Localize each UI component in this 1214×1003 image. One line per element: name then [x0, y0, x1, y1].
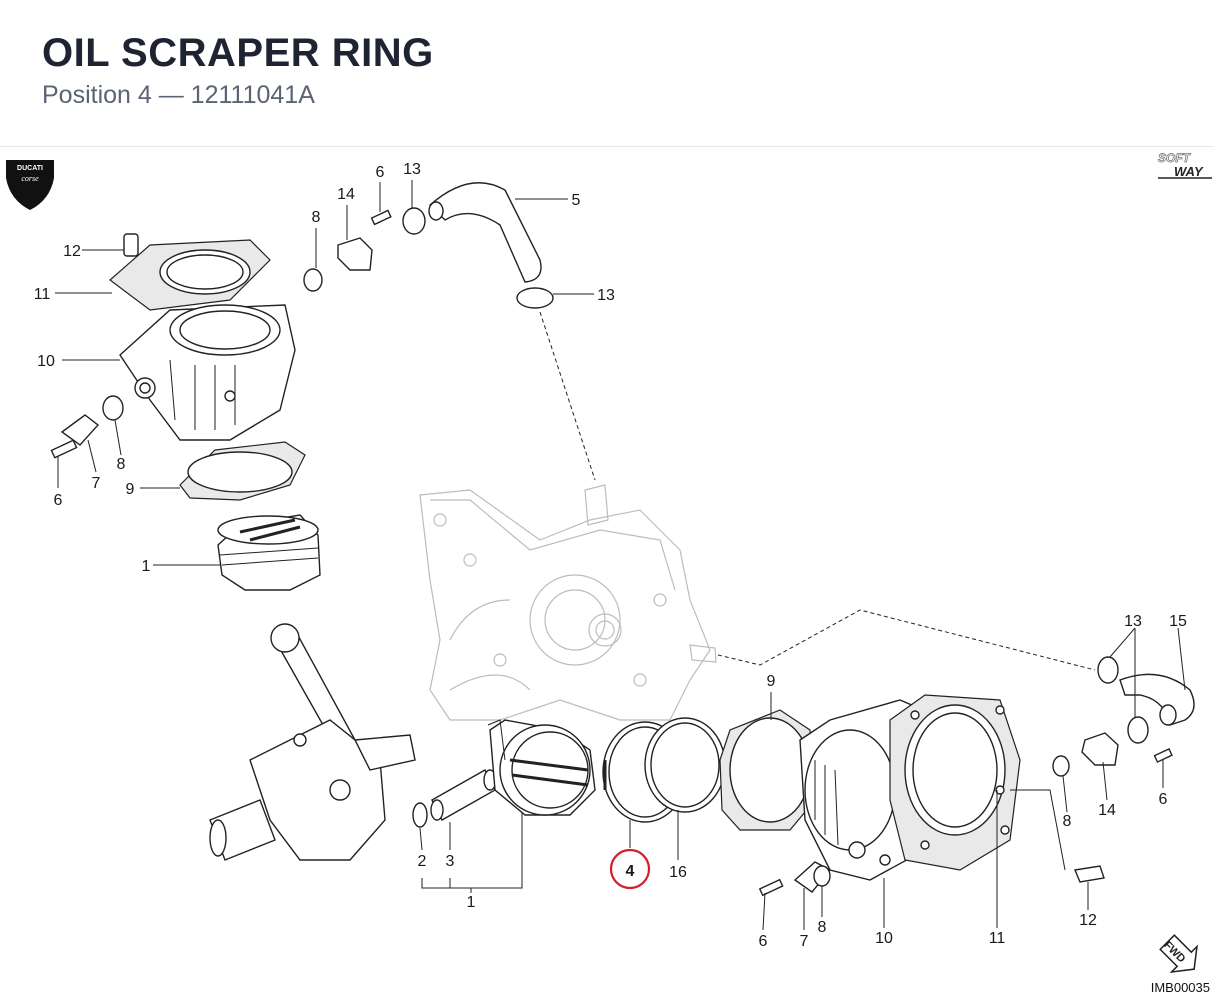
right-fitting-assembly [1081, 656, 1195, 766]
svg-text:SOFT: SOFT [1158, 151, 1192, 165]
label-9: 9 [767, 673, 776, 690]
label-8: 8 [117, 456, 126, 473]
fwd-arrow-icon: FWD [1159, 934, 1198, 973]
label-8: 8 [818, 919, 827, 936]
label-7: 7 [92, 475, 101, 492]
head-gasket-11-lower [889, 694, 1021, 871]
label-9: 9 [126, 481, 135, 498]
leader-lines [55, 180, 1186, 931]
assembly-path-line [539, 311, 596, 481]
svg-text:WAY: WAY [1174, 164, 1204, 179]
label-8: 8 [1063, 813, 1072, 830]
label-3: 3 [446, 853, 455, 870]
label-10: 10 [37, 353, 55, 370]
label-5: 5 [572, 192, 581, 209]
label-13: 13 [597, 287, 615, 304]
label-15: 15 [1169, 613, 1187, 630]
assembly-path-line-2 [717, 609, 1096, 671]
highlighted-callout-4[interactable]: 4 [609, 848, 651, 890]
label-1: 1 [142, 558, 151, 575]
cylinder-10-upper [119, 304, 296, 441]
label-4: 4 [626, 863, 635, 880]
piston-1-upper [217, 514, 321, 591]
piston-1-lower [487, 719, 596, 816]
label-12: 12 [63, 243, 81, 260]
label-12: 12 [1079, 912, 1097, 929]
header-divider [0, 146, 1214, 147]
svg-text:DUCATI: DUCATI [17, 165, 43, 172]
highlight-circle [609, 848, 651, 890]
softway-logo: SOFT WAY [1158, 151, 1212, 179]
label-11: 11 [34, 286, 51, 303]
header: OIL SCRAPER RING Position 4 — 12111041A [42, 28, 434, 110]
gasket-9-lower [719, 709, 816, 831]
pin-12-upper [123, 233, 139, 257]
circlip-2 [412, 802, 428, 828]
label-6: 6 [376, 164, 385, 181]
ducati-corse-logo: DUCATI corse [6, 160, 54, 210]
drawing-code: IMB00035 [1150, 980, 1210, 995]
label-7: 7 [800, 933, 809, 950]
small-parts-lower [758, 755, 1105, 897]
page-title: OIL SCRAPER RING [42, 31, 434, 75]
small-parts-upper-left [50, 395, 124, 459]
label-2: 2 [418, 853, 427, 870]
label-14: 14 [1098, 802, 1116, 819]
piston-pin-3 [430, 769, 497, 821]
label-16: 16 [669, 864, 687, 881]
label-8: 8 [312, 209, 321, 226]
crankcase-ghost [419, 484, 717, 721]
label-6: 6 [1159, 791, 1168, 808]
label-10: 10 [875, 930, 893, 947]
callout-labels: 12 11 10 8 7 6 9 1 8 14 6 13 5 13 2 3 1 … [34, 161, 1187, 950]
label-13: 13 [1124, 613, 1142, 630]
label-11: 11 [989, 930, 1006, 947]
svg-text:corse: corse [21, 174, 39, 183]
head-gasket-11-upper [109, 239, 271, 311]
label-13: 13 [403, 161, 421, 178]
upper-fitting-assembly [303, 182, 554, 309]
gasket-9-upper [179, 441, 306, 501]
label-14: 14 [337, 186, 355, 203]
crankshaft [209, 623, 416, 861]
page-subtitle: Position 4 — 12111041A [42, 81, 315, 109]
label-6: 6 [759, 933, 768, 950]
label-1: 1 [467, 894, 476, 911]
label-6: 6 [54, 492, 63, 509]
ring-16 [644, 717, 726, 813]
